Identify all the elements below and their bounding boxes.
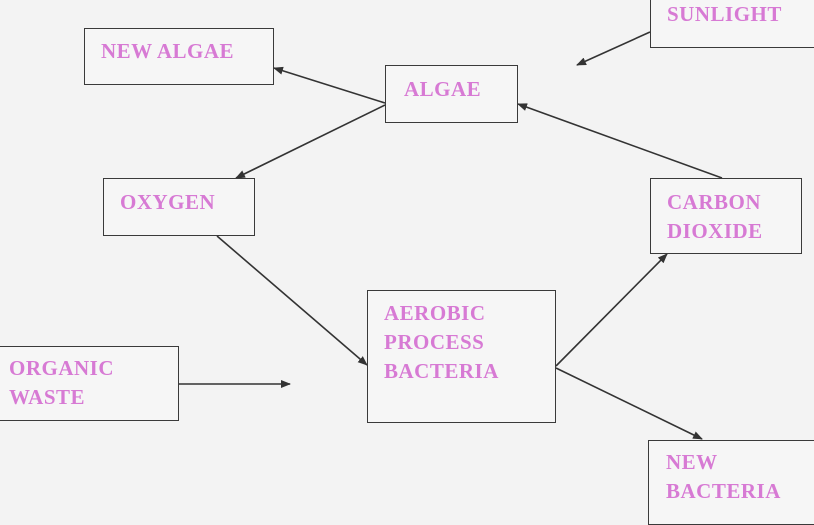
algae-box: ALGAE bbox=[385, 65, 518, 123]
carbon-dioxide-box: CARBON DIOXIDE bbox=[650, 178, 802, 254]
aerobic-bacteria-label-line-2: PROCESS bbox=[384, 330, 485, 354]
oxygen-label: OXYGEN bbox=[120, 190, 216, 214]
new-algae-box: NEW ALGAE bbox=[84, 28, 274, 85]
carbon-dioxide-label-line-2: DIOXIDE bbox=[667, 219, 763, 243]
new-algae-label: NEW ALGAE bbox=[101, 39, 235, 63]
carbon-dioxide-label-line-1: CARBON bbox=[667, 190, 762, 214]
organic-waste-label-line-2: WASTE bbox=[9, 385, 86, 409]
algae-label: ALGAE bbox=[404, 77, 482, 101]
oxygen-box: OXYGEN bbox=[103, 178, 255, 236]
sunlight-label: SUNLIGHT bbox=[667, 2, 782, 26]
new-bacteria-label-line-2: BACTERIA bbox=[666, 479, 781, 503]
aerobic-bacteria-label-line-3: BACTERIA bbox=[384, 359, 499, 383]
arrow-sunlight-to-algae bbox=[576, 31, 651, 66]
arrow-carbon-dioxide-to-algae bbox=[517, 103, 723, 179]
sunlight-box: SUNLIGHT bbox=[650, 0, 814, 48]
aerobic-bacteria-label-line-1: AEROBIC bbox=[384, 301, 486, 325]
arrow-aerobic-bacteria-to-new-bacteria bbox=[555, 367, 703, 440]
arrow-aerobic-bacteria-to-carbon-dioxide bbox=[555, 253, 668, 367]
new-bacteria-box: NEW BACTERIA bbox=[648, 440, 814, 525]
arrow-algae-to-oxygen bbox=[235, 104, 386, 179]
arrow-oxygen-to-aerobic-bacteria bbox=[216, 235, 368, 366]
arrow-algae-to-new-algae bbox=[273, 66, 386, 104]
aerobic-bacteria-box: AEROBIC PROCESS BACTERIA bbox=[367, 290, 556, 423]
organic-waste-label-line-1: ORGANIC bbox=[9, 356, 115, 380]
new-bacteria-label-line-1: NEW bbox=[666, 450, 718, 474]
organic-waste-box: ORGANIC WASTE bbox=[0, 346, 179, 421]
